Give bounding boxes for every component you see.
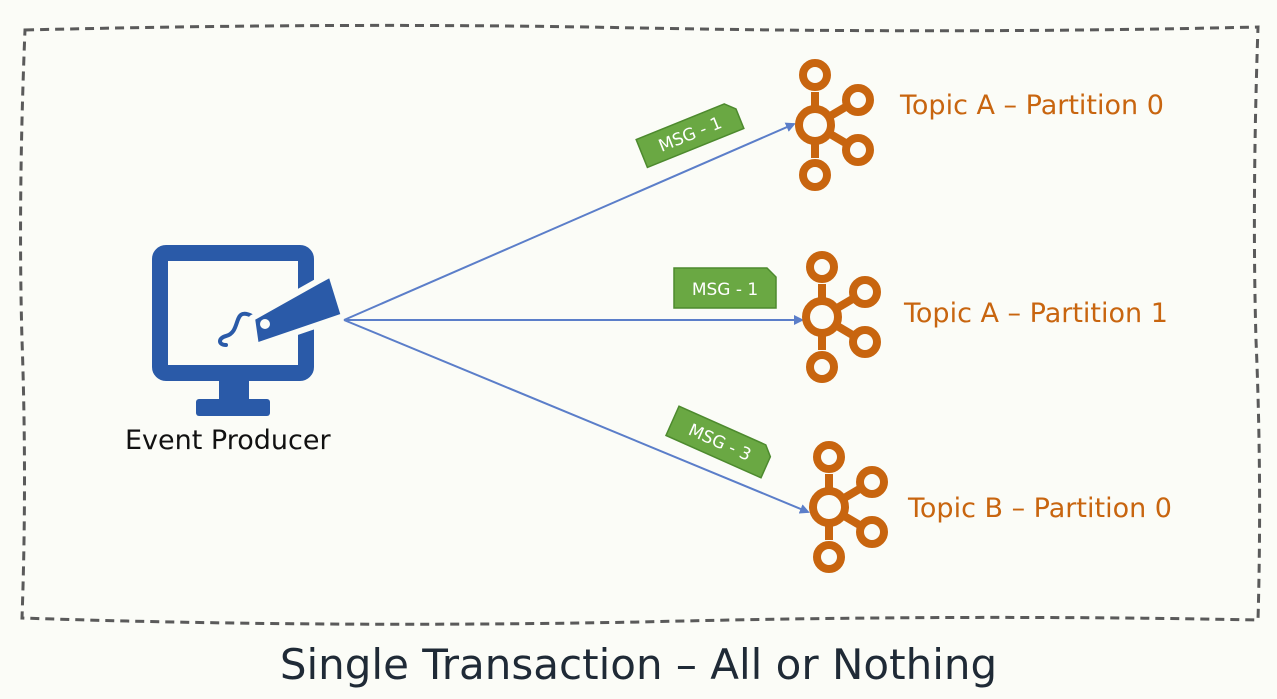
arrow-to-topic-a-partition-0 <box>343 122 796 321</box>
kafka-icon <box>802 251 881 383</box>
transaction-boundary <box>19 23 1262 626</box>
message-tag-3: MSG - 3 <box>664 405 772 479</box>
arrow-to-topic-b-partition-0 <box>343 319 810 514</box>
topic-b-partition-0-label: Topic B – Partition 0 <box>908 493 1172 524</box>
topic-a-partition-0-label: Topic A – Partition 0 <box>900 90 1164 121</box>
message-tag-2: MSG - 1 <box>673 267 777 309</box>
monitor-with-tag-icon <box>152 245 347 416</box>
producer-label: Event Producer <box>125 425 331 456</box>
kafka-icon <box>795 59 874 191</box>
kafka-icon <box>809 441 888 573</box>
message-label: MSG - 1 <box>692 280 758 300</box>
message-tag-1: MSG - 1 <box>635 103 745 169</box>
diagram-caption: Single Transaction – All or Nothing <box>279 640 998 689</box>
topic-a-partition-1-label: Topic A – Partition 1 <box>904 298 1168 329</box>
